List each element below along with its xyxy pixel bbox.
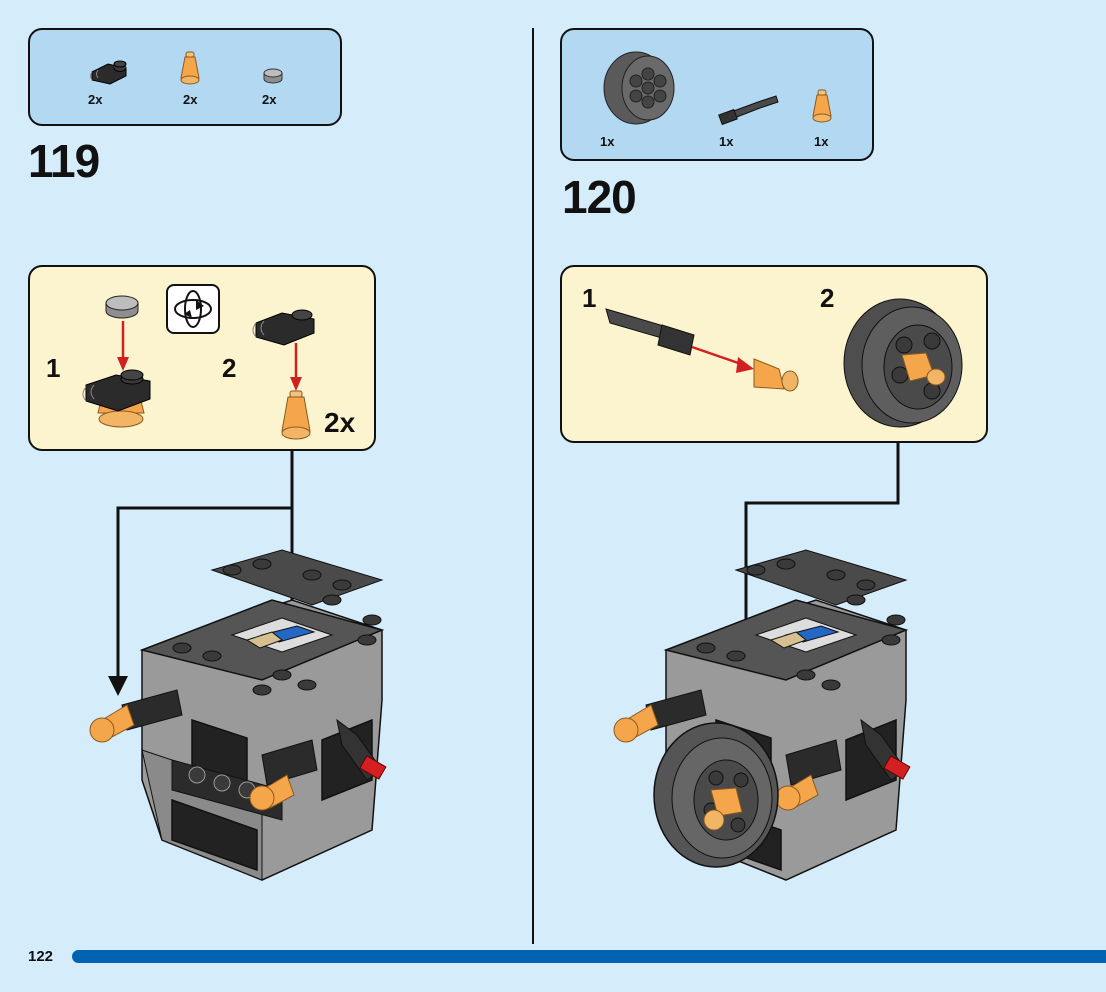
sub-step-number: 2	[222, 353, 237, 383]
part-qty: 2x	[262, 92, 277, 107]
sub-step-number: 1	[582, 283, 597, 313]
step-119-model-illustration	[89, 549, 387, 881]
part-qty: 1x	[719, 134, 734, 149]
sub-step-number: 1	[46, 353, 61, 383]
page-footer-bar	[72, 950, 1106, 963]
step-120-model-illustration	[613, 549, 911, 881]
page-number: 122	[28, 948, 54, 965]
callout-line	[116, 451, 294, 680]
step-number: 119	[28, 135, 100, 187]
technic-axle-pin-icon	[718, 95, 779, 126]
assembly-1-illustration	[605, 308, 799, 392]
orange-cone-icon	[180, 51, 200, 85]
callout-arrows-120	[736, 443, 900, 796]
gray-round-tile-icon	[263, 68, 283, 84]
step-120-parts-list: 1x 1x 1x	[560, 28, 874, 161]
step-divider	[532, 28, 534, 944]
callout-arrowhead	[108, 676, 128, 696]
part-qty: 1x	[814, 134, 829, 149]
step-119-sub-assembly: 1 2 2x	[28, 265, 376, 451]
step-120-sub-assembly: 1 2	[560, 265, 988, 443]
step-number: 120	[562, 171, 637, 223]
sub-step-multiplier: 2x	[324, 407, 356, 438]
orange-cone-icon	[812, 89, 832, 123]
assembly-1-illustration	[82, 295, 151, 428]
assembly-2-illustration	[843, 298, 963, 428]
part-qty: 2x	[88, 92, 103, 107]
rotate-model-icon	[166, 284, 220, 334]
black-plate-with-clip-icon	[90, 60, 127, 85]
part-qty: 2x	[183, 92, 198, 107]
assembly-2-illustration	[252, 309, 315, 440]
step-119-parts-list: 2x 2x 2x	[28, 28, 342, 126]
part-qty: 1x	[600, 134, 615, 149]
sub-step-number: 2	[820, 283, 835, 313]
dark-gray-wheel-icon	[603, 51, 675, 125]
